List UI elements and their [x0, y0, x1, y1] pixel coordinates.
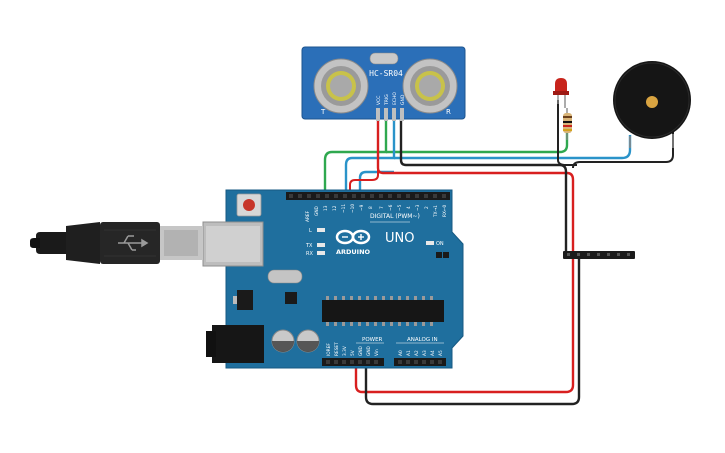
pin-label-a0: A0 — [398, 350, 404, 356]
microcontroller-chip — [322, 300, 444, 322]
pin-label-aref: AREF — [305, 210, 311, 222]
wires — [323, 100, 674, 406]
pin-label-12: 12 — [332, 205, 338, 211]
wire-blue-echo[interactable] — [344, 120, 396, 192]
pin-label-gnd: GND — [314, 205, 320, 216]
power-jack[interactable] — [212, 325, 264, 363]
pin-label-10: ~10 — [350, 204, 356, 213]
sensor-pin-gnd: GND — [400, 94, 406, 105]
buzzer-center-icon — [646, 96, 658, 108]
led-l-icon — [317, 228, 325, 232]
wire-black-gnd[interactable] — [399, 120, 568, 258]
wire-green-led[interactable] — [386, 125, 569, 154]
pin-label-2: 2 — [424, 206, 430, 209]
wire-red-vcc[interactable] — [354, 120, 575, 394]
led[interactable] — [553, 78, 569, 108]
pin-label-a3: A3 — [422, 350, 428, 356]
pin-label-3: ~3 — [415, 204, 421, 211]
wire-black-led[interactable] — [557, 100, 577, 166]
pin-label-gnd1: GND — [358, 345, 364, 356]
pin-label-5v: 5V — [350, 350, 356, 356]
digital-header[interactable] — [286, 192, 450, 200]
pin-label-ioref: IOREF — [326, 343, 332, 356]
pin-label-7: 7 — [379, 206, 385, 209]
arduino-model: UNO — [385, 231, 414, 246]
crystal-icon — [369, 52, 399, 65]
usb-cable[interactable] — [30, 222, 202, 264]
pin-label-8: 8 — [368, 206, 374, 209]
sensor-pin-echo: ECHO — [392, 92, 398, 105]
receiver-icon — [402, 58, 458, 114]
pin-label-9: ~9 — [359, 204, 365, 211]
arduino-brand: ARDUINO — [336, 248, 371, 256]
oscillator-icon — [267, 269, 303, 284]
wire-black-buzzer[interactable] — [572, 120, 674, 169]
analog-label: ANALOG IN — [407, 337, 438, 343]
digital-header-label: DIGITAL (PWM~) — [370, 213, 420, 220]
wire-red-stub[interactable] — [349, 120, 379, 192]
sensor-pins[interactable] — [376, 108, 404, 121]
pin-label-vin: Vin — [374, 349, 380, 356]
arduino-logo-icon — [335, 229, 371, 245]
wire-green-trig[interactable] — [323, 120, 388, 192]
pin-label-a4: A4 — [430, 350, 436, 356]
pin-label-reset: RESET — [334, 342, 340, 356]
buzzer[interactable] — [613, 61, 691, 148]
wire-blue-d9[interactable] — [358, 170, 394, 192]
pin-label-4: 4 — [406, 206, 412, 209]
pin-label-13: 13 — [323, 205, 329, 211]
pin-label-a5: A5 — [438, 350, 444, 356]
icsp-header — [436, 252, 449, 258]
led-on-icon — [426, 241, 434, 245]
pin-label-tx1: TX→1 — [433, 205, 439, 218]
arduino-board[interactable]: AREF GND 13 12 ~11 ~10 ~9 8 7 ~6 ~5 4 ~3… — [202, 189, 464, 369]
sensor-right-mark: R — [446, 108, 451, 116]
power-label: POWER — [362, 337, 383, 343]
header-strip — [563, 251, 635, 259]
pin-label-a2: A2 — [414, 350, 420, 356]
pin-label-a1: A1 — [406, 350, 412, 356]
sensor-pin-vcc: VCC — [376, 96, 382, 105]
sensor-name: HC-SR04 — [369, 69, 403, 78]
sensor-left-mark: T — [320, 108, 326, 116]
led-tx-icon — [317, 243, 325, 247]
capacitor-icon — [271, 329, 320, 353]
sensor-pin-trig: TRIG — [384, 94, 390, 106]
transmitter-icon — [313, 58, 369, 114]
led-rx-icon — [317, 251, 325, 255]
wire-blue-buzzer[interactable] — [394, 135, 632, 160]
led-label-tx: TX — [305, 243, 313, 249]
led-label-rx: RX — [306, 251, 313, 257]
pin-label-11: ~11 — [341, 204, 347, 213]
wire-black-gnd-low[interactable] — [364, 258, 581, 406]
pin-label-6: ~6 — [388, 204, 394, 211]
pin-label-5: ~5 — [397, 204, 403, 211]
analog-header[interactable] — [394, 358, 446, 366]
pin-label-gnd2: GND — [366, 345, 372, 356]
on-label: ON — [436, 241, 444, 247]
pin-label-rx0: RX←0 — [442, 204, 448, 217]
ultrasonic-sensor[interactable]: HC-SR04 T R VCC TRIG ECHO GND — [301, 46, 466, 121]
pin-label-3v3: 3.3V — [342, 346, 348, 356]
usb-icon — [118, 235, 149, 251]
resistor[interactable] — [563, 108, 572, 140]
led-label-l: L — [309, 228, 312, 234]
